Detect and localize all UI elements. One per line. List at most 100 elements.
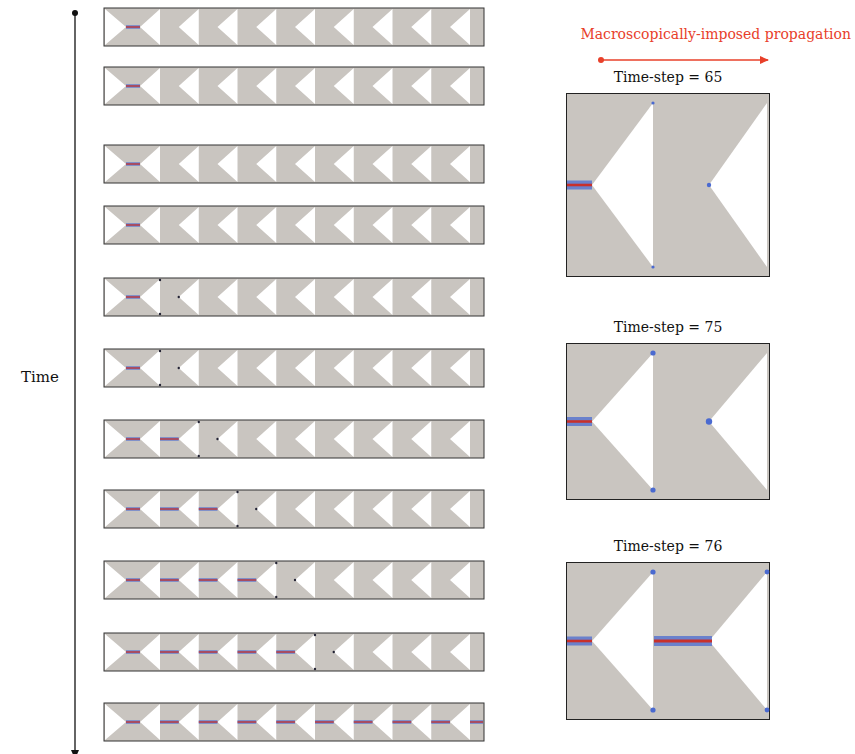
triangular-hole — [450, 350, 470, 386]
triangular-hole — [411, 350, 431, 386]
damage-zone — [126, 295, 140, 299]
crack — [160, 438, 179, 439]
triangular-hole — [140, 634, 160, 670]
damage-zone — [126, 162, 140, 166]
triangular-hole — [256, 634, 276, 670]
triangular-hole — [450, 421, 470, 457]
propagation-label: Macroscopically-imposed propagation — [580, 26, 851, 42]
strip-body — [104, 561, 484, 599]
triangular-hole — [373, 146, 393, 182]
crack — [126, 26, 140, 27]
damage-zone — [126, 366, 140, 370]
triangular-hole — [218, 207, 238, 243]
triangular-hole — [256, 350, 276, 386]
specimen-strip — [104, 67, 484, 105]
damage-zone — [160, 437, 179, 441]
triangular-hole — [218, 704, 238, 740]
damage-zone — [354, 720, 373, 724]
crack — [238, 651, 257, 652]
triangular-hole — [140, 279, 160, 315]
triangular-hole — [256, 68, 276, 104]
zoom-panel: Time-step = 75 — [566, 343, 770, 500]
triangular-hole — [256, 704, 276, 740]
crack — [126, 721, 140, 722]
specimen-strip — [104, 561, 484, 599]
triangular-hole — [295, 9, 315, 45]
damage-zone — [160, 720, 179, 724]
specimen-strip — [104, 206, 484, 244]
crack — [126, 163, 140, 164]
triangular-hole — [450, 634, 470, 670]
crack — [126, 651, 140, 652]
damage-zone — [126, 437, 140, 441]
damage-zone — [238, 578, 257, 582]
damage-zone — [238, 720, 257, 724]
crack — [160, 579, 179, 580]
strip-body — [104, 420, 484, 458]
damage-zone — [276, 650, 295, 654]
specimen-strip — [104, 703, 484, 741]
triangular-hole — [592, 353, 653, 490]
damage-dot — [159, 279, 161, 281]
damage-dot — [198, 455, 200, 457]
damage-zone — [199, 578, 218, 582]
triangular-hole — [140, 704, 160, 740]
triangular-hole — [450, 146, 470, 182]
damage-zone — [567, 181, 592, 190]
triangular-hole — [179, 562, 199, 598]
damage-zone — [567, 417, 592, 426]
strip-body — [104, 349, 484, 387]
triangular-hole — [140, 68, 160, 104]
panel-body — [567, 563, 770, 720]
triangular-hole — [179, 704, 199, 740]
damage-zone — [160, 507, 179, 511]
damage-zone — [654, 636, 712, 646]
crack — [654, 640, 712, 643]
triangular-hole — [295, 279, 315, 315]
time-axis — [74, 13, 75, 754]
triangular-hole — [411, 9, 431, 45]
damage-zone — [126, 84, 140, 88]
triangular-hole — [450, 562, 470, 598]
triangular-hole — [295, 146, 315, 182]
damage-dot — [275, 562, 277, 564]
triangular-hole — [373, 704, 393, 740]
triangular-hole — [179, 9, 199, 45]
triangular-hole — [709, 572, 767, 710]
crack — [238, 579, 257, 580]
crack — [126, 438, 140, 439]
triangular-hole — [373, 421, 393, 457]
triangular-hole — [140, 421, 160, 457]
crack — [199, 651, 218, 652]
triangular-hole — [334, 146, 354, 182]
triangular-hole — [256, 9, 276, 45]
specimen-strip — [104, 420, 484, 458]
damage-dot — [707, 183, 711, 187]
triangular-hole — [592, 572, 653, 710]
time-axis-dot — [72, 10, 78, 16]
panel-body — [567, 344, 770, 500]
damage-zone — [126, 720, 140, 724]
crack — [238, 721, 257, 722]
crack — [199, 508, 218, 509]
triangular-hole — [295, 207, 315, 243]
damage-zone — [276, 720, 295, 724]
zoom-panel: Time-step = 65 — [566, 93, 770, 277]
damage-dot — [765, 708, 770, 713]
damage-zone — [126, 25, 140, 29]
damage-dot — [651, 265, 654, 268]
damage-dot — [650, 487, 655, 492]
triangular-hole — [334, 421, 354, 457]
damage-zone — [126, 507, 140, 511]
panel-illustration — [566, 562, 770, 720]
triangular-hole — [450, 491, 470, 527]
triangular-hole — [334, 562, 354, 598]
triangular-hole — [295, 704, 315, 740]
triangular-hole — [450, 68, 470, 104]
triangular-hole — [411, 562, 431, 598]
triangular-hole — [140, 146, 160, 182]
crack — [276, 721, 295, 722]
strip-body — [104, 278, 484, 316]
triangular-hole — [295, 350, 315, 386]
damage-dot — [216, 438, 218, 440]
